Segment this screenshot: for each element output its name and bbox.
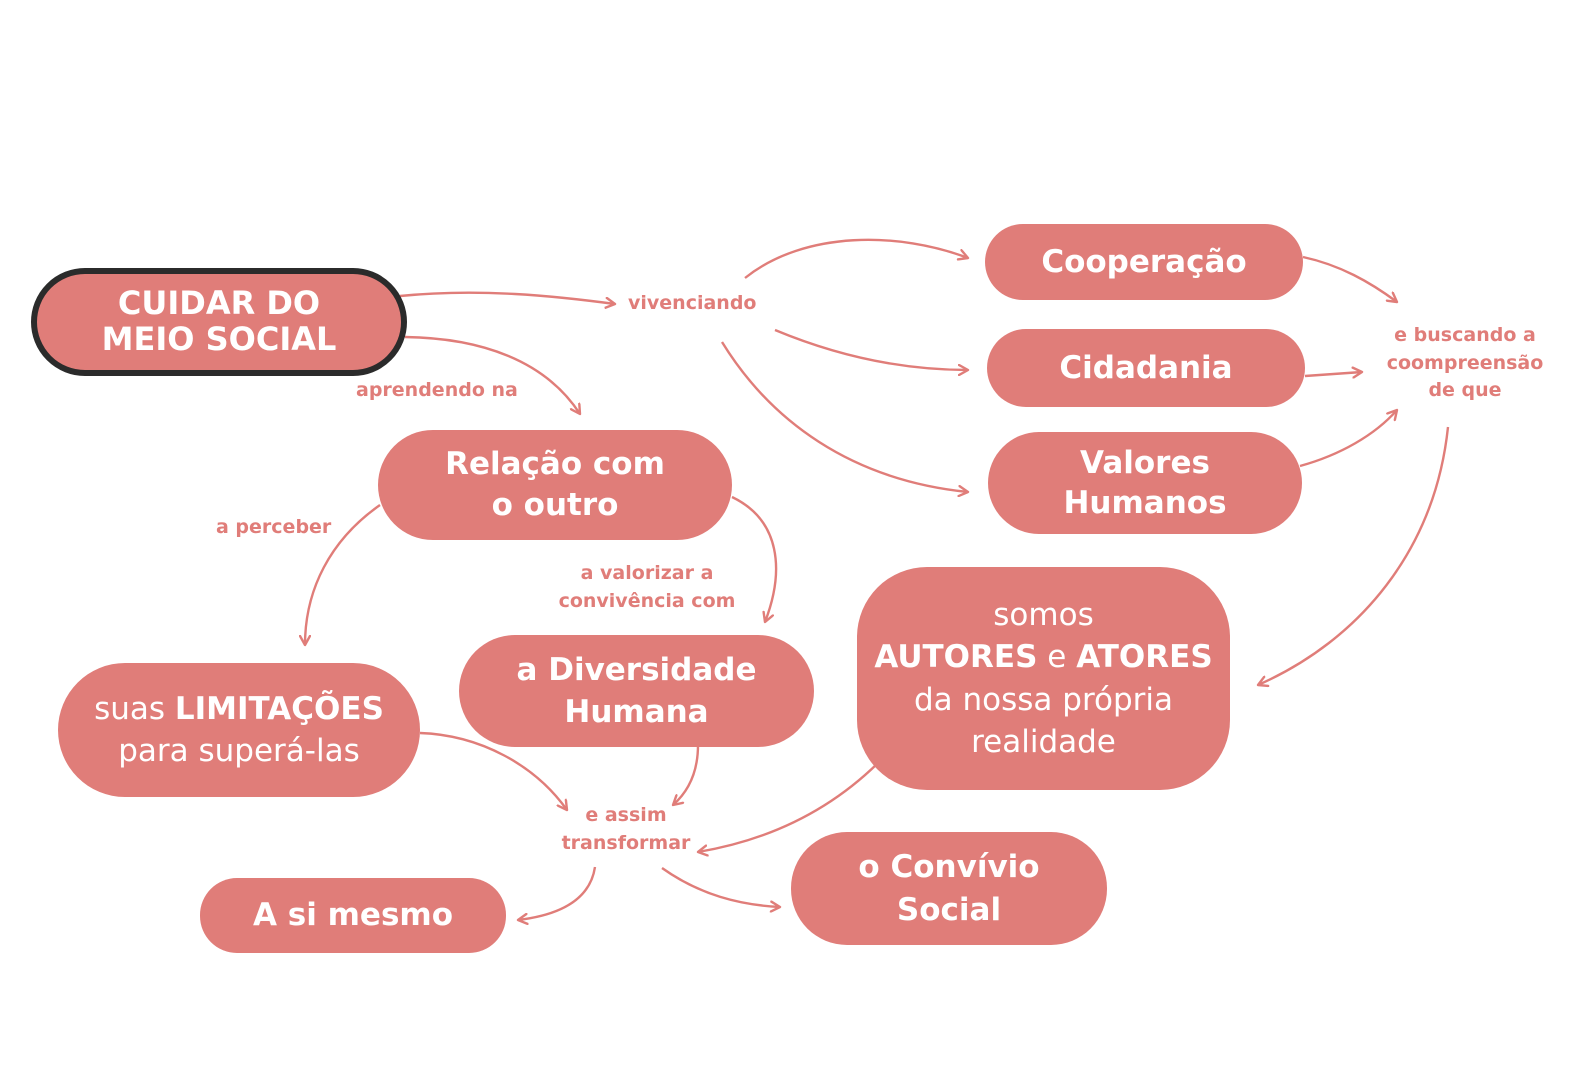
node-label-line1: Valores xyxy=(1080,444,1210,481)
node-cidadania: Cidadania xyxy=(987,329,1305,407)
arrow-root-to-vivenciando xyxy=(399,291,615,304)
label-aprendendo-na: aprendendo na xyxy=(356,379,518,401)
node-a-si-mesmo: A si mesmo xyxy=(200,878,506,953)
arrow-relacao-to-diversidade xyxy=(731,495,778,622)
label-a-valorizar: a valorizar a convivência com xyxy=(558,562,736,612)
node-relacao-com-o-outro: Relação com o outro xyxy=(378,430,732,540)
node-label-line1: a Diversidade xyxy=(516,651,757,688)
node-suas-limitacoes: suas LIMITAÇÕES para superá-las xyxy=(58,663,420,797)
node-label-line1: o Convívio xyxy=(858,849,1040,886)
node-label-line2: MEIO SOCIAL xyxy=(101,320,337,358)
node-o-convivio-social: o Convívio Social xyxy=(791,832,1107,945)
node-label-line2: Humanos xyxy=(1063,485,1227,521)
arrow-buscando-to-autores xyxy=(1258,426,1450,685)
node-label-line2: o outro xyxy=(491,487,619,523)
node-label-line2: para superá-las xyxy=(118,733,360,769)
arrow-diversidade-to-assim xyxy=(673,744,700,805)
node-label-line1: Relação com xyxy=(445,446,665,483)
node-label: A si mesmo xyxy=(252,897,454,934)
arrow-relacao-to-limitacoes xyxy=(305,504,381,645)
label-vivenciando: vivenciando xyxy=(628,292,757,314)
node-label-line4: realidade xyxy=(971,723,1116,760)
arrow-autores-to-assim xyxy=(698,762,879,852)
node-label-line1: somos xyxy=(993,597,1094,634)
arrow-vivenciando-to-cooperacao xyxy=(744,238,968,279)
node-label-line2: AUTORES e ATORES xyxy=(874,639,1213,676)
arrow-root-to-relacao xyxy=(404,335,580,414)
node-label-line2: Social xyxy=(896,891,1002,928)
node-label-line1: CUIDAR DO xyxy=(117,284,321,323)
label-a-perceber: a perceber xyxy=(216,516,332,538)
node-somos-autores-e-atores: somos AUTORES e ATORES da nossa própria … xyxy=(857,567,1230,790)
node-label-line2: Humana xyxy=(564,694,709,730)
node-emphasis-autores: AUTORES xyxy=(874,639,1038,676)
node-cuidar-do-meio-social: CUIDAR DO MEIO SOCIAL xyxy=(31,268,407,376)
arrow-vivenciando-to-cidadania xyxy=(774,328,968,370)
label-e-buscando-a-coompreensao: e buscando a coompreensão de que xyxy=(1386,324,1544,402)
node-label-line1: suas LIMITAÇÕES xyxy=(94,690,384,727)
arrow-assim-to-simesmo xyxy=(518,866,597,920)
node-emphasis-atores: ATORES xyxy=(1076,639,1213,676)
node-emphasis: LIMITAÇÕES xyxy=(174,690,384,727)
arrow-limitacoes-to-assim xyxy=(419,731,567,810)
node-a-diversidade-humana: a Diversidade Humana xyxy=(459,635,814,747)
node-valores-humanos: Valores Humanos xyxy=(988,432,1302,534)
arrow-valores-to-buscando xyxy=(1299,410,1397,468)
arrow-cidadania-to-buscando xyxy=(1304,372,1362,376)
arrow-cooperacao-to-buscando xyxy=(1302,255,1397,302)
label-e-assim-transformar: e assim transformar xyxy=(561,804,691,854)
arrow-assim-to-convivio xyxy=(661,867,780,907)
node-label-line3: da nossa própria xyxy=(913,681,1174,718)
node-label: Cidadania xyxy=(1059,349,1233,386)
arrow-vivenciando-to-valores xyxy=(720,341,968,492)
node-cooperacao: Cooperação xyxy=(985,224,1303,300)
node-label: Cooperação xyxy=(1041,243,1247,280)
